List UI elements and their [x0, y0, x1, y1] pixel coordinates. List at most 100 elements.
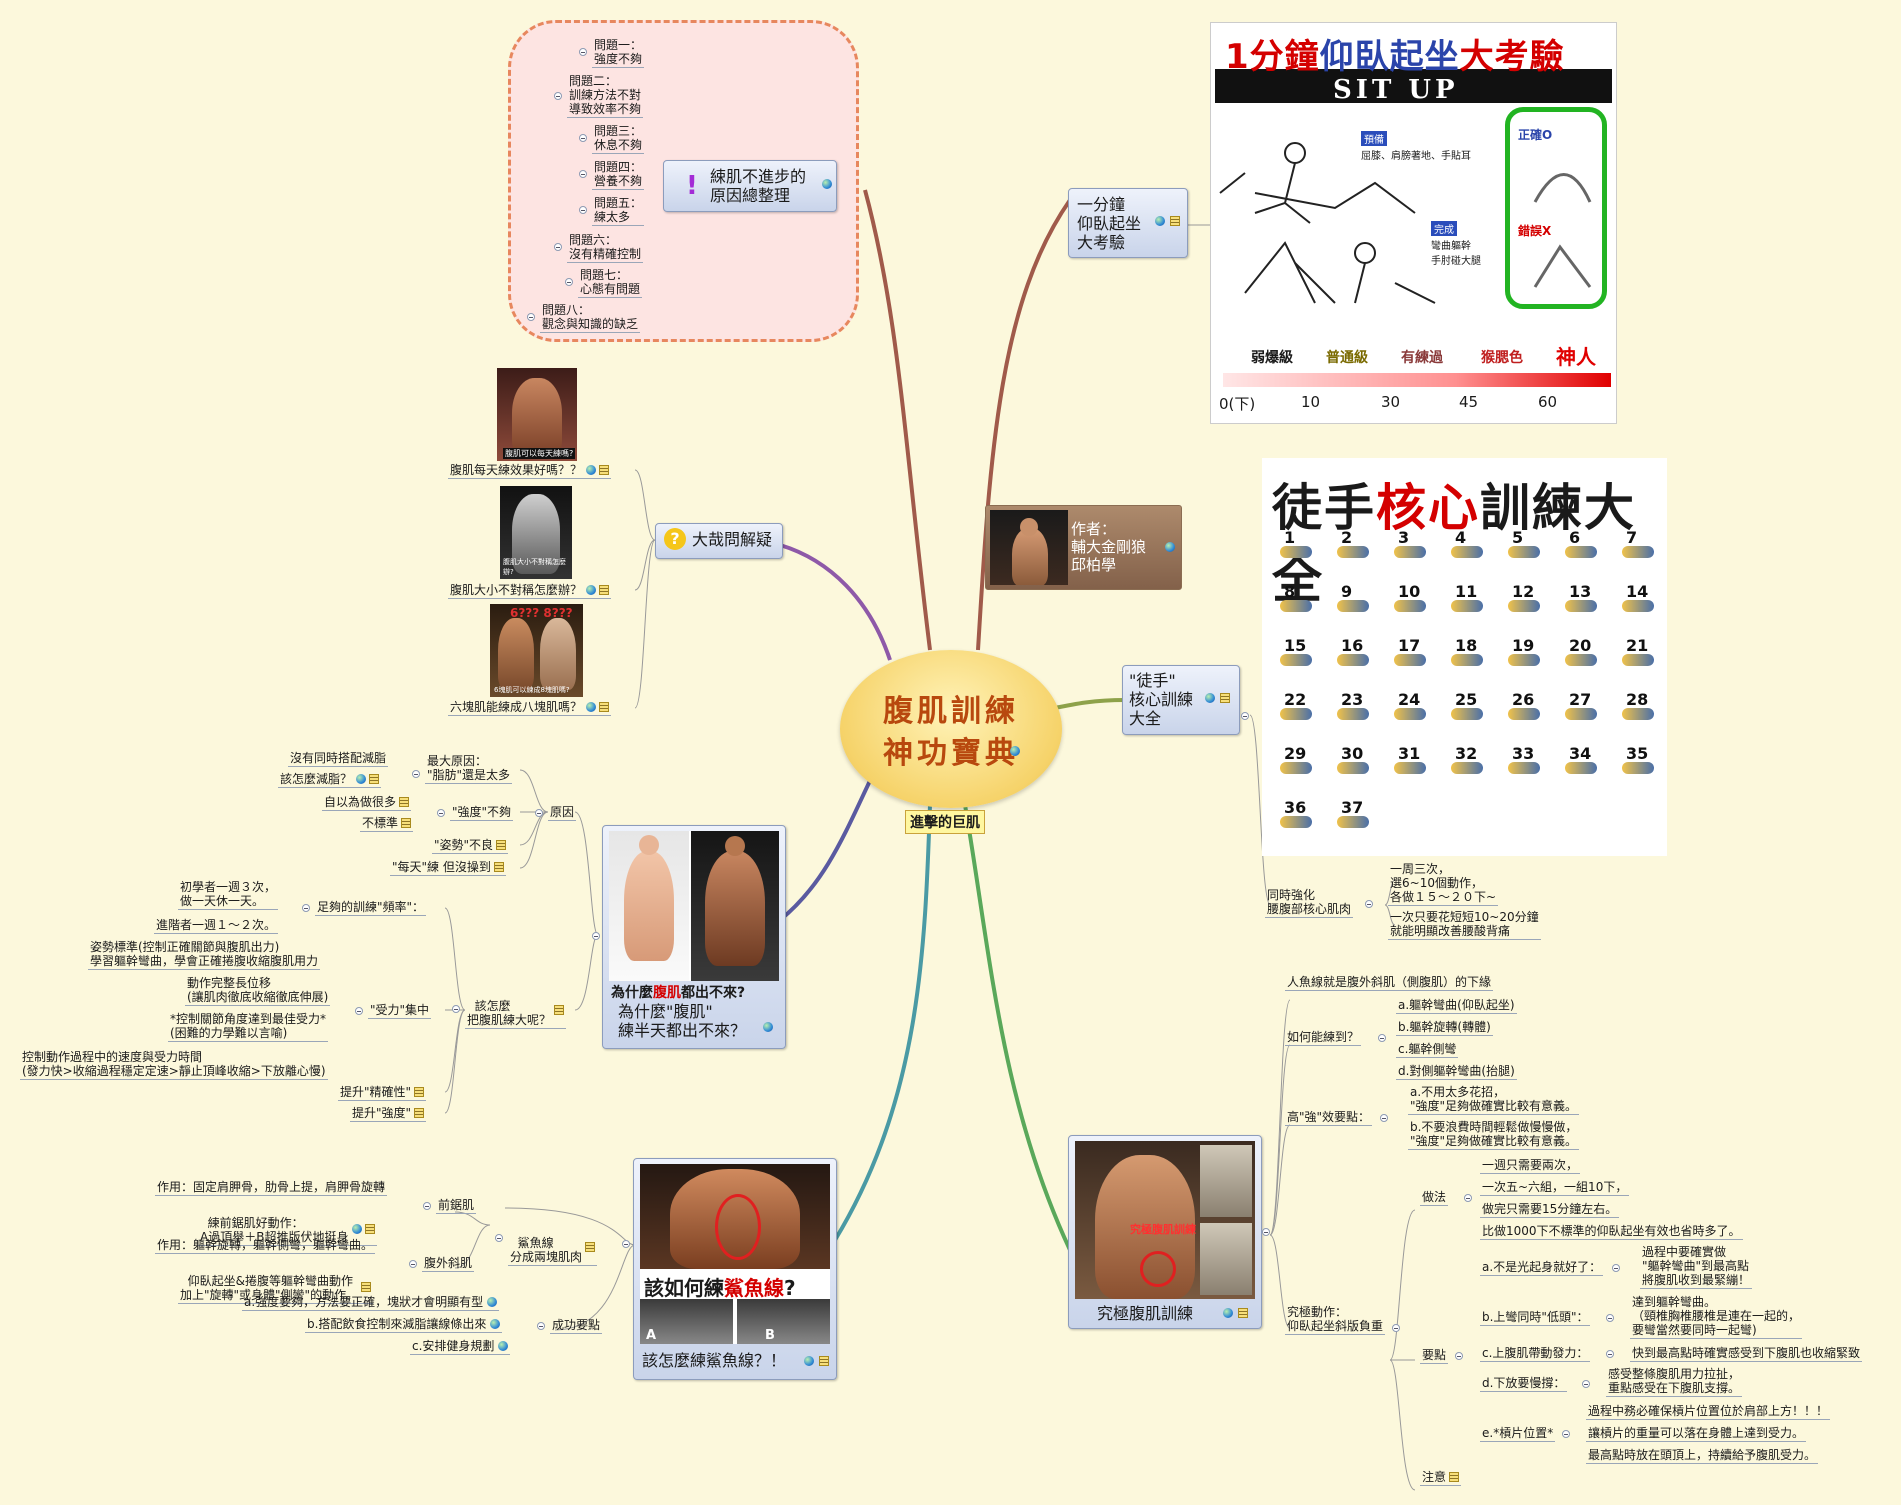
note-icon[interactable] — [401, 818, 412, 828]
ultimate-high-a[interactable]: a.不用太多花招， "強度"足夠做確實比較有意義。 — [1408, 1085, 1580, 1115]
method-3[interactable]: 做完只需要15分鐘左右。 — [1480, 1202, 1620, 1218]
ultimate-high[interactable]: 高"強"效要點： — [1285, 1110, 1373, 1126]
note-icon[interactable] — [585, 1242, 596, 1252]
note-icon[interactable] — [496, 840, 507, 850]
expand-icon[interactable] — [535, 809, 543, 817]
expand-icon[interactable] — [1582, 1380, 1590, 1388]
expand-icon[interactable] — [554, 243, 562, 251]
reason-intensity[interactable]: "強度"不夠 — [450, 805, 514, 821]
expand-icon[interactable] — [579, 206, 587, 214]
ultimate-high-b[interactable]: b.不要浪費時間輕鬆做慢慢做， "強度"足夠做確實比較有意義。 — [1408, 1120, 1580, 1150]
how-frequency-1[interactable]: 初學者一週３次， 做一天休一天。 — [178, 880, 279, 910]
core-strengthen[interactable]: 同時強化 腰腹部核心肌肉 — [1265, 888, 1354, 918]
expand-icon[interactable] — [412, 770, 420, 778]
problem-8[interactable]: 問題八： 觀念與知識的缺乏 — [540, 303, 641, 333]
expand-icon[interactable] — [423, 1202, 431, 1210]
shark-split[interactable]: 鯊魚線 分成兩塊肌肉 — [508, 1222, 598, 1266]
note-icon[interactable] — [1238, 1308, 1248, 1318]
note-icon[interactable] — [493, 862, 504, 872]
collapse-icon[interactable] — [1262, 1228, 1270, 1236]
problem-5[interactable]: 問題五： 練太多 — [592, 196, 645, 226]
expand-icon[interactable] — [302, 904, 310, 912]
expand-icon[interactable] — [355, 1007, 363, 1015]
situp-topic[interactable]: 一分鐘 仰臥起坐 大考驗 — [1068, 188, 1188, 258]
ultimate-how-b[interactable]: b.軀幹旋轉(轉體) — [1396, 1020, 1493, 1036]
shark-success[interactable]: 成功要點 — [550, 1318, 603, 1334]
note-icon[interactable] — [1449, 1472, 1460, 1482]
ultimate-keys[interactable]: 要點 — [1420, 1348, 1449, 1364]
key-b[interactable]: b.上彎同時"低頭"： — [1480, 1310, 1591, 1326]
shark-success-a[interactable]: a.強度要夠，方法要正確，塊狀才會明顯有型 — [242, 1295, 500, 1311]
reason-fat-a[interactable]: 沒有同時搭配減脂 — [288, 751, 389, 767]
key-e-3[interactable]: 最高點時放在頭頂上，持續給予腹肌受力。 — [1586, 1448, 1819, 1464]
reason-fat-b[interactable]: 該怎麼減脂？ — [278, 772, 382, 788]
note-icon[interactable] — [819, 1356, 829, 1366]
collapse-icon[interactable] — [622, 1240, 630, 1248]
ultimate-method[interactable]: 做法 — [1420, 1190, 1449, 1206]
method-1[interactable]: 一週只需要兩次， — [1480, 1158, 1581, 1174]
expand-icon[interactable] — [1606, 1314, 1614, 1322]
problem-7[interactable]: 問題七： 心態有問題 — [578, 268, 643, 298]
expand-icon[interactable] — [1365, 900, 1373, 908]
note-icon[interactable] — [414, 1108, 425, 1118]
expand-icon[interactable] — [1606, 1350, 1614, 1358]
ultimate-topic[interactable]: 究極腹肌訓練 究極腹肌訓練 — [1068, 1135, 1262, 1329]
method-2[interactable]: 一次五~六組，一組10下， — [1480, 1180, 1630, 1196]
ultimate-how-a[interactable]: a.軀幹彎曲(仰臥起坐) — [1396, 998, 1517, 1014]
reason-daily[interactable]: "每天"練 但沒操到 — [390, 860, 506, 876]
ultimate-mermaid[interactable]: 人魚線就是腹外斜肌（側腹肌）的下緣 — [1285, 975, 1494, 991]
globe-icon[interactable] — [1205, 693, 1215, 703]
collapse-icon[interactable] — [1241, 712, 1249, 720]
note-icon[interactable] — [365, 1224, 376, 1234]
globe-icon[interactable] — [1155, 216, 1165, 226]
globe-icon[interactable] — [586, 585, 597, 595]
note-icon[interactable] — [369, 774, 380, 784]
expand-icon[interactable] — [1392, 1324, 1400, 1332]
expand-icon[interactable] — [579, 170, 587, 178]
expand-icon[interactable] — [537, 1322, 545, 1330]
globe-icon[interactable] — [1010, 746, 1020, 756]
key-d[interactable]: d.下放要慢撐： — [1480, 1376, 1568, 1392]
globe-icon[interactable] — [487, 1297, 498, 1307]
key-b-1[interactable]: 達到軀幹彎曲。 （頸椎胸椎腰椎是連在一起的， 要彎當然要同時一起彎) — [1630, 1295, 1803, 1339]
ultimate-move[interactable]: 究極動作： 仰臥起坐斜版負重 — [1285, 1305, 1386, 1335]
expand-icon[interactable] — [579, 134, 587, 142]
how-stress[interactable]: "受力"集中 — [368, 1003, 432, 1019]
how-frequency[interactable]: 足夠的訓練"頻率"： — [315, 900, 427, 916]
method-4[interactable]: 比做1000下不標準的仰臥起坐有效也省時多了。 — [1480, 1224, 1743, 1240]
ultimate-how[interactable]: 如何能練到？ — [1285, 1030, 1362, 1046]
central-topic[interactable]: 腹肌訓練 神功寶典 — [840, 650, 1062, 808]
note-icon[interactable] — [399, 797, 410, 807]
shark-oblique-1[interactable]: 作用：軀幹旋轉，軀幹側彎，軀幹彎曲。 — [155, 1238, 376, 1254]
author-topic[interactable]: 作者： 輔大金剛狼 邱柏學 — [985, 505, 1182, 590]
how-precision[interactable]: 提升"精確性" — [338, 1085, 427, 1101]
expand-icon[interactable] — [1562, 1430, 1570, 1438]
core-strengthen-2[interactable]: 一次只要花短短10~20分鐘 就能明顯改善腰酸背痛 — [1388, 910, 1541, 940]
problems-topic[interactable]: ! 綀肌不進步的 原因總整理 — [663, 160, 837, 212]
problem-2[interactable]: 問題二： 訓練方法不對 導致效率不夠 — [567, 74, 644, 118]
faq-item-2[interactable]: 腹肌大小不對稱怎麼辦？ — [448, 583, 612, 599]
core-topic[interactable]: "徒手" 核心訓練 大全 — [1122, 665, 1240, 735]
globe-icon[interactable] — [1165, 542, 1175, 552]
reason-intensity-b[interactable]: 不標準 — [360, 816, 414, 832]
collapse-icon[interactable] — [592, 932, 600, 940]
key-e-2[interactable]: 讓槓片的重量可以落在身體上達到受力。 — [1586, 1426, 1807, 1442]
expand-icon[interactable] — [554, 92, 562, 100]
note-icon[interactable] — [599, 702, 610, 712]
key-a[interactable]: a.不是光起身就好了： — [1480, 1260, 1604, 1276]
globe-icon[interactable] — [498, 1341, 509, 1351]
expand-icon[interactable] — [1378, 1034, 1386, 1042]
expand-icon[interactable] — [579, 48, 587, 56]
shark-success-b[interactable]: b.搭配飲食控制來減脂讓線條出來 — [305, 1317, 503, 1333]
how-stress-2[interactable]: 動作完整長位移 (讓肌肉徹底收縮徹底伸展) — [185, 976, 331, 1006]
key-e-1[interactable]: 過程中務必確保槓片位置位於肩部上方！！！ — [1586, 1404, 1831, 1420]
key-a-1[interactable]: 過程中要確實做 "軀幹彎曲"到最高點 將腹肌收到最緊繃！ — [1640, 1245, 1753, 1289]
globe-icon[interactable] — [586, 465, 597, 475]
globe-icon[interactable] — [804, 1356, 814, 1366]
ultimate-how-c[interactable]: c.軀幹側彎 — [1396, 1042, 1459, 1058]
note-icon[interactable] — [599, 585, 610, 595]
how-stress-3[interactable]: *控制關節角度達到最佳受力* (困難的力學難以言喻) — [168, 1012, 329, 1042]
core-strengthen-1[interactable]: 一周三次， 選6~10個動作， 各做１５～２０下~ — [1388, 862, 1499, 906]
key-d-1[interactable]: 感受整條腹肌用力拉扯， 重點感受在下腹肌支撐。 — [1606, 1367, 1743, 1397]
expand-icon[interactable] — [1612, 1264, 1620, 1272]
